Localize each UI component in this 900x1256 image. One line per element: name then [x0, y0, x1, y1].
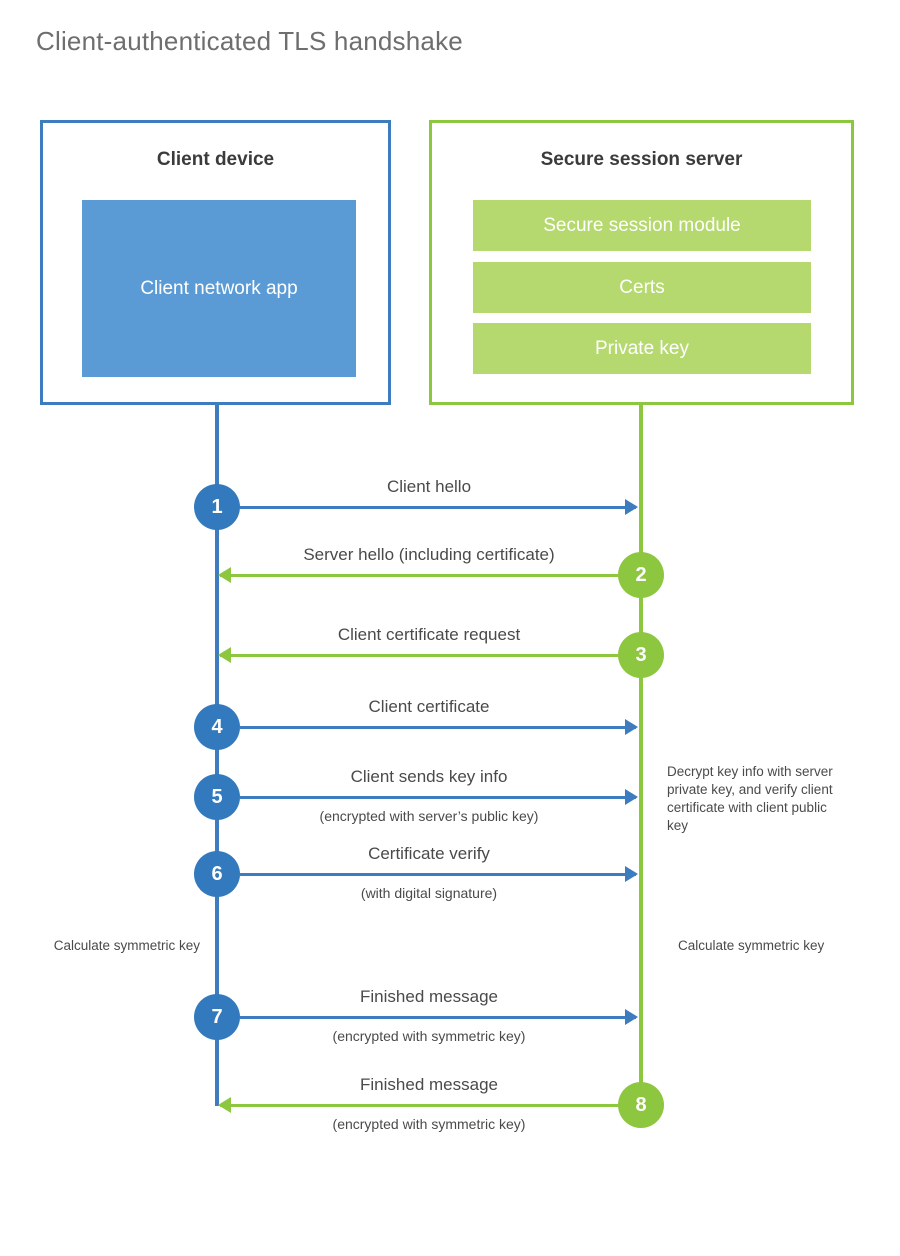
- step-circle-2[interactable]: 2: [618, 552, 664, 598]
- message-label-8: Finished message: [360, 1075, 498, 1094]
- step-circle-7[interactable]: 7: [194, 994, 240, 1040]
- message-label-5: Client sends key info: [350, 767, 508, 786]
- server-component-private-key: Private key: [473, 323, 811, 374]
- page-title: Client-authenticated TLS handshake: [36, 26, 463, 56]
- client-lifeline: [215, 405, 219, 1106]
- message-label-1: Client hello: [386, 477, 472, 496]
- arrow-head-2: [218, 567, 231, 583]
- step-circle-4[interactable]: 4: [194, 704, 240, 750]
- arrow-head-6: [625, 866, 638, 882]
- client-device-title: Client device: [156, 149, 275, 170]
- note-server-calculate-symmetric-key: Calculate symmetric key: [678, 938, 825, 953]
- step-circle-3[interactable]: 3: [618, 632, 664, 678]
- step-circle-6[interactable]: 6: [194, 851, 240, 897]
- arrow-head-4: [625, 719, 638, 735]
- message-sublabel-5: (encrypted with server’s public key): [319, 808, 539, 824]
- message-line-3: [220, 654, 618, 657]
- message-label-6: Certificate verify: [368, 844, 490, 863]
- server-lifeline: [639, 405, 643, 1106]
- client-device-box: Client device Client network app: [40, 120, 391, 405]
- step-circle-8[interactable]: 8: [618, 1082, 664, 1128]
- message-sublabel-7: (encrypted with symmetric key): [332, 1028, 526, 1044]
- server-component-certs: Certs: [473, 262, 811, 313]
- message-line-2: [220, 574, 618, 577]
- note-server-decrypt: Decrypt key info with server private key…: [667, 764, 833, 833]
- arrow-head-8: [218, 1097, 231, 1113]
- message-sublabel-6: (with digital signature): [360, 885, 498, 901]
- message-label-2: Server hello (including certificate): [303, 545, 555, 564]
- message-sublabel-8: (encrypted with symmetric key): [332, 1116, 526, 1132]
- message-label-7: Finished message: [360, 987, 498, 1006]
- secure-session-server-title: Secure session server: [540, 149, 743, 170]
- message-label-3: Client certificate request: [337, 625, 521, 644]
- message-label-4: Client certificate: [368, 697, 490, 716]
- secure-session-server-box: Secure session server Secure session mod…: [429, 120, 854, 405]
- client-network-app-block: Client network app: [82, 200, 356, 377]
- server-component-secure-session-module: Secure session module: [473, 200, 811, 251]
- message-line-1: [240, 506, 636, 509]
- message-line-5: [240, 796, 636, 799]
- arrow-head-5: [625, 789, 638, 805]
- message-line-7: [240, 1016, 636, 1019]
- step-circle-5[interactable]: 5: [194, 774, 240, 820]
- arrow-head-3: [218, 647, 231, 663]
- note-client-calculate-symmetric-key: Calculate symmetric key: [53, 938, 200, 953]
- step-circle-1[interactable]: 1: [194, 484, 240, 530]
- message-line-4: [240, 726, 636, 729]
- arrow-head-7: [625, 1009, 638, 1025]
- message-line-8: [220, 1104, 618, 1107]
- message-line-6: [240, 873, 636, 876]
- arrow-head-1: [625, 499, 638, 515]
